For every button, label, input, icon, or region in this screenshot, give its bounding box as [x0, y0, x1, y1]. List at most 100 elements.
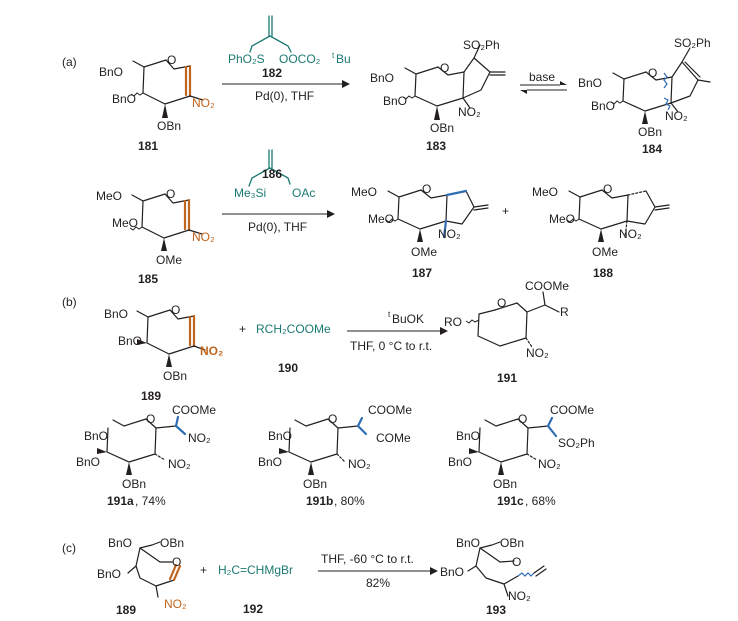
group-no2: NO₂ [508, 589, 531, 603]
ring-oxygen: O [167, 53, 176, 67]
reagent-192: H₂C=CHMgBr [218, 563, 293, 577]
group-no2: NO₂ [619, 227, 642, 241]
group-obn: OBn [500, 536, 524, 550]
ring-oxygen: O [512, 555, 521, 569]
group-meo: MeO [96, 189, 122, 203]
group-meo: MeO [368, 212, 394, 226]
panel-label-c: (c) [62, 541, 76, 555]
compound-183-structure [402, 44, 506, 120]
reaction-arrow-1-head [342, 80, 350, 88]
group-obn: OBn [638, 125, 662, 139]
group-ome: OMe [411, 245, 437, 259]
compound-191a-yield: , 74% [135, 494, 166, 508]
group-bno: BnO [99, 65, 123, 79]
compound-181-structure [130, 59, 204, 118]
ring-oxygen: O [603, 182, 612, 196]
equilibrium-arrow-forward-head [560, 81, 567, 85]
compound-label-181: 181 [138, 139, 158, 153]
ring-oxygen: O [172, 555, 181, 569]
panel-label-b: (b) [62, 295, 77, 309]
compound-label-193: 193 [486, 603, 506, 617]
group-bno: BnO [448, 455, 472, 469]
group-so2ph: SO₂Ph [674, 36, 711, 50]
compound-label-189: 189 [141, 389, 161, 403]
group-obn: OBn [430, 121, 454, 135]
compound-191b-yield: , 80% [334, 494, 365, 508]
group-bno: BnO [104, 307, 128, 321]
reagent-182-so2ph: PhO₂S [228, 52, 265, 66]
compound-label-192: 192 [243, 602, 263, 616]
group-no2-orange: NO₂ [200, 344, 223, 358]
group-bno: BnO [456, 536, 480, 550]
group-no2: NO₂ [526, 346, 549, 360]
reagent-182-bu: Bu [336, 52, 351, 66]
panel-label-a: (a) [62, 55, 77, 69]
group-bno: BnO [591, 99, 615, 113]
reaction-arrow-5-head [430, 567, 438, 575]
group-coome: COOMe [525, 279, 569, 293]
group-obn: OBn [157, 119, 181, 133]
group-no2: NO₂ [188, 431, 211, 445]
compound-label-182: 182 [262, 66, 282, 80]
ring-oxygen: O [648, 66, 657, 80]
group-so2ph: SO₂Ph [463, 38, 500, 52]
reaction-4-reagent: BuOK [392, 312, 424, 326]
compound-label-188: 188 [593, 266, 613, 280]
compound-184-structure [610, 47, 711, 124]
group-bno: BnO [118, 334, 142, 348]
ring-oxygen: O [328, 412, 337, 426]
compound-189-chair-structure [127, 541, 182, 598]
reagent-186-oac: OAc [292, 186, 315, 200]
reaction-5-yield: 82% [366, 576, 390, 590]
group-bno: BnO [440, 565, 464, 579]
compound-191b-structure [279, 416, 368, 475]
equilibrium-arrow-back-head [520, 90, 527, 94]
ring-oxygen: O [166, 187, 175, 201]
compound-193-structure [467, 541, 547, 597]
group-come: COMe [376, 431, 411, 445]
group-obn: OBn [493, 477, 517, 491]
ring-oxygen: O [518, 412, 527, 426]
compound-label-190: 190 [278, 361, 298, 375]
group-coome: COOMe [172, 403, 216, 417]
group-meo: MeO [112, 216, 138, 230]
group-bno: BnO [578, 76, 602, 90]
group-ome: OMe [156, 253, 182, 267]
compound-label-187: 187 [412, 266, 432, 280]
group-meo: MeO [351, 185, 377, 199]
group-bno: BnO [383, 94, 407, 108]
reaction-3-conditions: Pd(0), THF [248, 220, 307, 234]
group-meo: MeO [532, 185, 558, 199]
group-so2ph: SO₂Ph [558, 436, 595, 450]
reaction-2-reagent: base [529, 70, 555, 84]
reaction-4-conditions: THF, 0 °C to r.t. [350, 339, 432, 353]
group-no2: NO₂ [665, 109, 688, 123]
compound-189-structure [136, 309, 206, 367]
reaction-4-reagent-super: t [388, 310, 391, 319]
compound-191c-yield: , 68% [525, 494, 556, 508]
ring-oxygen: O [497, 296, 506, 310]
group-bno: BnO [97, 567, 121, 581]
plus-sign: + [200, 563, 207, 577]
reaction-arrow-3-head [327, 210, 335, 218]
group-bno: BnO [108, 536, 132, 550]
compound-label-186: 186 [262, 167, 282, 181]
group-bno: BnO [76, 455, 100, 469]
group-ro: RO [444, 315, 462, 329]
group-obn: OBn [163, 369, 187, 383]
group-obn: OBn [160, 536, 184, 550]
compound-label-191b: 191b [306, 494, 333, 508]
compound-label-191: 191 [497, 371, 517, 385]
group-bno: BnO [258, 455, 282, 469]
group-bno: BnO [268, 429, 292, 443]
compound-191-structure [465, 291, 560, 348]
group-no2-orange: NO₂ [192, 96, 215, 110]
reaction-arrow-4-head [440, 327, 448, 335]
group-no2: NO₂ [168, 457, 191, 471]
reaction-5-conditions: THF, -60 °C to r.t. [321, 552, 414, 566]
group-coome: COOMe [368, 403, 412, 417]
ring-oxygen: O [440, 61, 449, 75]
ring-oxygen: O [146, 412, 155, 426]
group-obn: OBn [303, 477, 327, 491]
compound-191c-structure [469, 416, 558, 475]
